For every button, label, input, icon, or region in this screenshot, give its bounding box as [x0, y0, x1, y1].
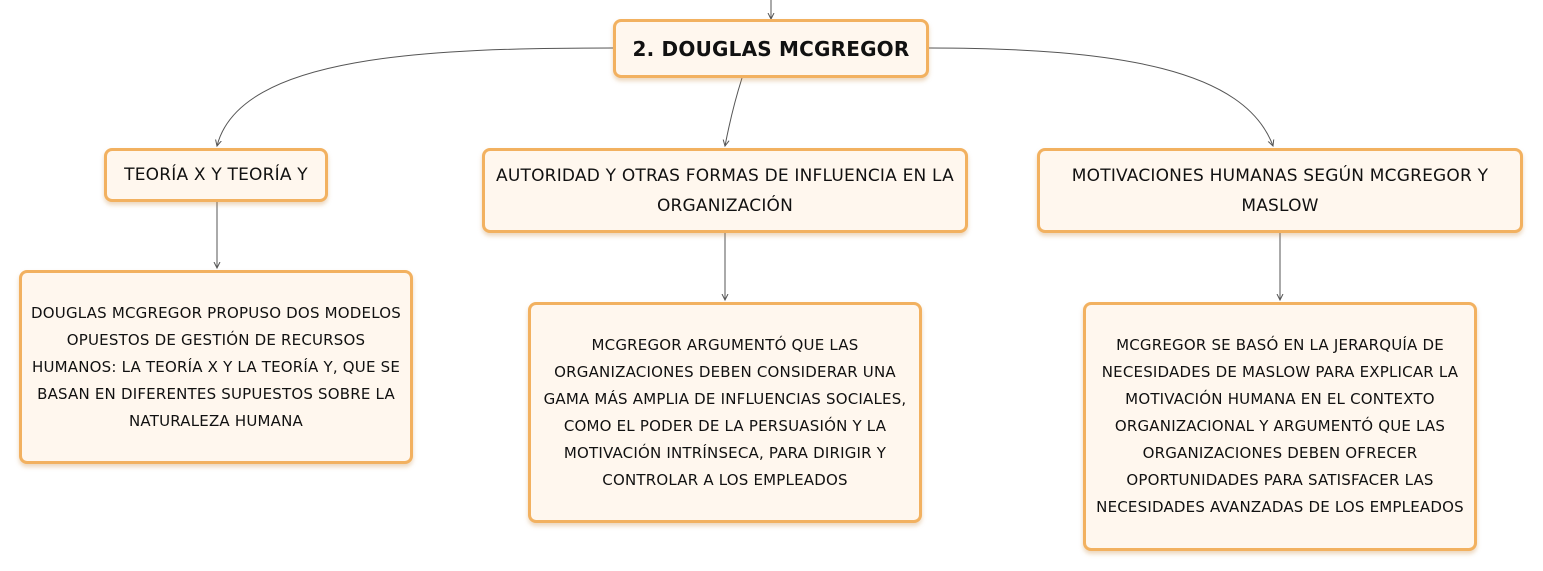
- root-to-topic-2-connector: [725, 77, 743, 146]
- topic-node-label: TEORÍA X Y TEORÍA Y: [124, 165, 308, 185]
- topic-node-label: MOTIVACIONES HUMANAS SEGÚN MCGREGOR Y MA…: [1071, 165, 1489, 216]
- detail-node-autoridad[interactable]: MCGREGOR ARGUMENTÓ QUE LAS ORGANIZACIONE…: [528, 302, 922, 523]
- root-node-label: 2. DOUGLAS MCGREGOR: [632, 36, 910, 61]
- root-to-topic-1-connector: [217, 47, 614, 146]
- detail-node-motivaciones[interactable]: MCGREGOR SE BASÓ EN LA JERARQUÍA DE NECE…: [1083, 302, 1477, 551]
- detail-node-text: MCGREGOR ARGUMENTÓ QUE LAS ORGANIZACIONE…: [543, 335, 907, 489]
- root-node[interactable]: 2. DOUGLAS MCGREGOR: [613, 19, 929, 78]
- root-to-topic-3-connector: [928, 47, 1273, 146]
- topic-node-motivaciones[interactable]: MOTIVACIONES HUMANAS SEGÚN MCGREGOR Y MA…: [1037, 148, 1523, 233]
- detail-node-teoria-x-y[interactable]: DOUGLAS MCGREGOR PROPUSO DOS MODELOS OPU…: [19, 270, 413, 464]
- detail-node-text: MCGREGOR SE BASÓ EN LA JERARQUÍA DE NECE…: [1096, 336, 1464, 516]
- topic-node-teoria-x-y[interactable]: TEORÍA X Y TEORÍA Y: [104, 148, 328, 202]
- topic-node-label: AUTORIDAD Y OTRAS FORMAS DE INFLUENCIA E…: [496, 165, 954, 216]
- detail-node-text: DOUGLAS MCGREGOR PROPUSO DOS MODELOS OPU…: [31, 303, 401, 430]
- topic-node-autoridad[interactable]: AUTORIDAD Y OTRAS FORMAS DE INFLUENCIA E…: [482, 148, 968, 233]
